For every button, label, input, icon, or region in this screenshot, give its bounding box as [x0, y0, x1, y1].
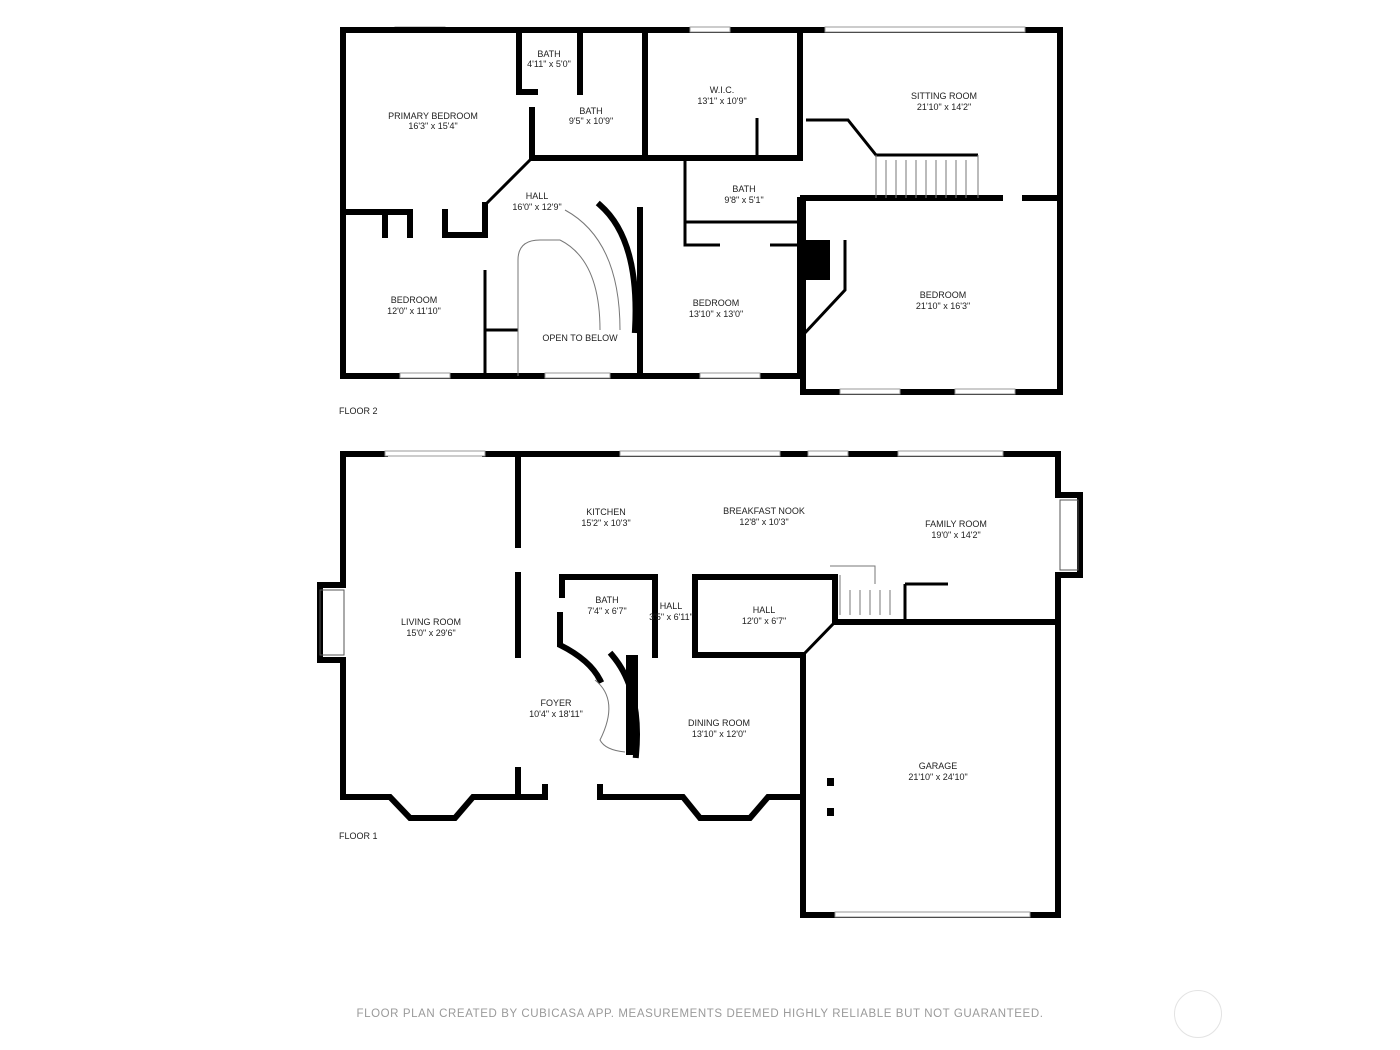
room-name: OPEN TO BELOW: [542, 333, 618, 343]
room-name: BATH: [537, 49, 560, 59]
room-size: 13'10" x 13'0": [689, 309, 743, 319]
room-name: BATH: [579, 106, 602, 116]
room-size: 9'5" x 10'9": [569, 116, 613, 126]
room-size: 16'0" x 12'9": [512, 202, 561, 212]
room-name: FAMILY ROOM: [925, 519, 987, 529]
floor-1-walls: [317, 450, 1083, 918]
room-size: 3'5" x 6'11": [649, 612, 693, 622]
room-name: HALL: [753, 605, 776, 615]
room-name: BATH: [732, 184, 755, 194]
room-name: BATH: [595, 595, 618, 605]
room-name: BEDROOM: [391, 295, 438, 305]
room-size: 15'0" x 29'6": [406, 628, 455, 638]
room-size: 13'1" x 10'9": [697, 96, 746, 106]
floor-2-walls: [340, 26, 1063, 395]
room-name: PRIMARY BEDROOM: [388, 111, 478, 121]
room-name: KITCHEN: [586, 507, 626, 517]
room-size: 7'4" x 6'7": [587, 606, 626, 616]
room-size: 4'11" x 5'0": [527, 59, 571, 69]
room-size: 19'0" x 14'2": [931, 530, 980, 540]
room-size: 21'10" x 14'2": [917, 102, 971, 112]
room-name: SITTING ROOM: [911, 91, 977, 101]
room-name: BREAKFAST NOOK: [723, 506, 805, 516]
room-name: FOYER: [540, 698, 572, 708]
room-size: 21'10" x 24'10": [908, 772, 967, 782]
room-name: DINING ROOM: [688, 718, 750, 728]
floor-2-label: FLOOR 2: [339, 406, 378, 416]
room-size: 21'10" x 16'3": [916, 301, 970, 311]
room-size: 10'4" x 18'11": [529, 709, 583, 719]
room-name: GARAGE: [919, 761, 958, 771]
floor-1-label: FLOOR 1: [339, 831, 378, 841]
room-name: W.I.C.: [710, 85, 735, 95]
floor-2-labels: PRIMARY BEDROOM 16'3" x 15'4" BATH 4'11"…: [339, 49, 977, 416]
room-name: BEDROOM: [693, 298, 740, 308]
room-size: 9'8" x 5'1": [724, 195, 763, 205]
room-size: 12'8" x 10'3": [739, 517, 788, 527]
room-name: HALL: [526, 191, 549, 201]
room-size: 12'0" x 6'7": [742, 616, 786, 626]
room-size: 12'0" x 11'10": [387, 306, 441, 316]
cubicasa-logo: [1174, 990, 1222, 1038]
room-name: HALL: [660, 601, 683, 611]
room-size: 15'2" x 10'3": [581, 518, 630, 528]
room-size: 13'10" x 12'0": [692, 729, 746, 739]
room-name: BEDROOM: [920, 290, 967, 300]
floor-1-labels: KITCHEN 15'2" x 10'3" BREAKFAST NOOK 12'…: [339, 506, 987, 841]
footer-disclaimer: FLOOR PLAN CREATED BY CUBICASA APP. MEAS…: [356, 1008, 1044, 1020]
room-name: LIVING ROOM: [401, 617, 461, 627]
room-size: 16'3" x 15'4": [408, 121, 457, 131]
